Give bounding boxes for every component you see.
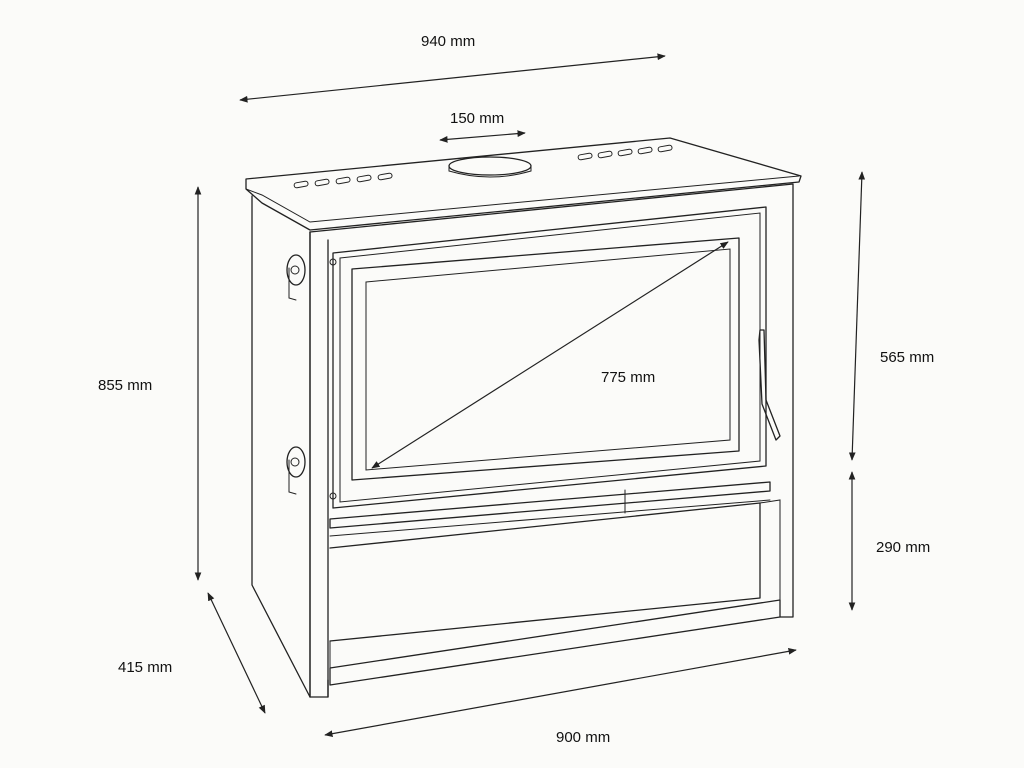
glass-diagonal-label: 775 mm	[601, 369, 656, 386]
ash-lip	[329, 481, 771, 537]
dim-arrow-glass-diagonal	[371, 241, 729, 469]
side-panel	[251, 195, 311, 698]
dim-arrow-upper-height	[848, 171, 866, 461]
stove-door	[329, 206, 767, 509]
vent-slots-left	[293, 172, 393, 189]
depth-label: 415 mm	[118, 659, 173, 676]
base-width-label: 900 mm	[556, 729, 611, 746]
air-control-upper	[286, 254, 306, 301]
air-control-lower	[286, 446, 306, 495]
log-store	[329, 489, 781, 686]
vent-slots-right	[577, 144, 673, 161]
height-label: 855 mm	[98, 377, 153, 394]
overall-width-label: 940 mm	[421, 33, 476, 50]
front-body	[309, 183, 794, 698]
flue-outlet	[448, 156, 532, 178]
dim-arrow-flue	[439, 130, 526, 143]
door-handle	[758, 329, 781, 441]
dim-arrow-overall-width	[239, 53, 666, 103]
dim-arrow-base-width	[324, 648, 797, 737]
dim-arrow-depth	[207, 592, 266, 714]
log-store-height-label: 290 mm	[876, 539, 931, 556]
flue-diameter-label: 150 mm	[450, 110, 505, 127]
top-plate	[245, 137, 802, 231]
upper-height-label: 565 mm	[880, 349, 935, 366]
